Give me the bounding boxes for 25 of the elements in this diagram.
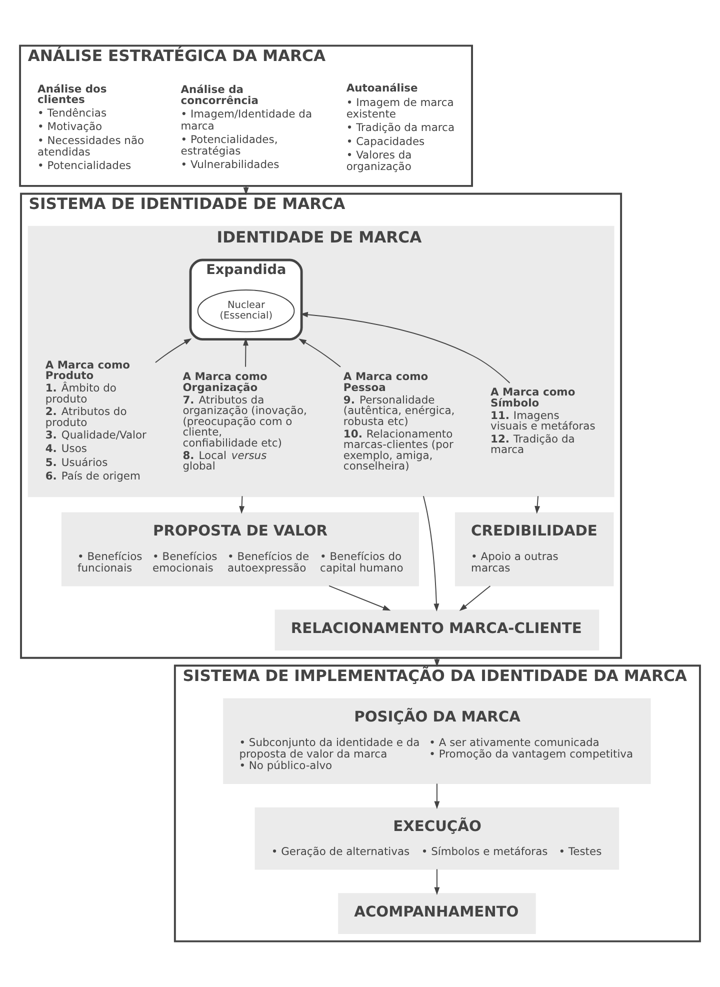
arrow bbox=[154, 338, 192, 364]
node-box: PROPOSTA DE VALOR • Benefícios funcionais • Benefícios emocionais • Benefícios de autoexpressão • Benefícios do capital humano bbox=[61, 512, 419, 586]
node-text: A Marca como Organização 7. Atributos da organização (inovação, (preocupação com o cliente, confiabilidade etc) 8. Local versus global bbox=[182, 370, 307, 473]
node-box: RELACIONAMENTO MARCA-CLIENTE bbox=[274, 610, 600, 651]
node-box: ACOMPANHAMENTO bbox=[338, 893, 536, 934]
arrow bbox=[300, 312, 510, 384]
arrow bbox=[434, 868, 440, 896]
node-text: A Marca como Produto 1. Âmbito do produto 2. Atributos do produto 3. Qualidade/Valor 4. Usos 5. Usuários 6. País de origem bbox=[45, 358, 146, 482]
node-box: CREDIBILIDADE • Apoio a outras marcas bbox=[454, 512, 614, 586]
arrow bbox=[328, 585, 391, 611]
node-text: Autoanálise • Imagem de marca existente • Tradição da marca • Capacidades • Valores da organização bbox=[346, 81, 455, 174]
node-text: A Marca como Símbolo 11. Imagens visuais e metáforas 12. Tradição da marca bbox=[490, 386, 596, 456]
arrow bbox=[434, 783, 440, 810]
arrow bbox=[422, 496, 440, 612]
node-text: Análise da concorrência • Imagem/Identidade da marca • Potencialidades, estratégias • Vulnerabilidades bbox=[180, 83, 312, 172]
node-box: POSIÇÃO DA MARCA • Subconjunto da identidade e da proposta de valor da marca • No público-alvo • A ser ativamente comunicada • Promoção da vantagem competitiva bbox=[223, 698, 651, 784]
arrow bbox=[459, 585, 491, 612]
arrow bbox=[239, 496, 245, 514]
node-text: A Marca como Pessoa 9. Personalidade (autêntica, enérgica, robusta etc) 10. Relacionamento marcas-clientes (por exemplo, amiga, conselheira) bbox=[343, 370, 455, 473]
arrow bbox=[243, 338, 248, 368]
node-text: Análise dos clientes • Tendências • Motivação • Necessidades não atendidas • Potencialidades bbox=[38, 82, 144, 172]
node-box: EXECUÇÃO • Geração de alternativas • Símbolos e metáforas • Testes bbox=[254, 807, 620, 870]
arrow bbox=[534, 496, 540, 514]
arrow bbox=[298, 338, 341, 368]
node-ellipse: Nuclear (Essencial) bbox=[197, 290, 295, 332]
